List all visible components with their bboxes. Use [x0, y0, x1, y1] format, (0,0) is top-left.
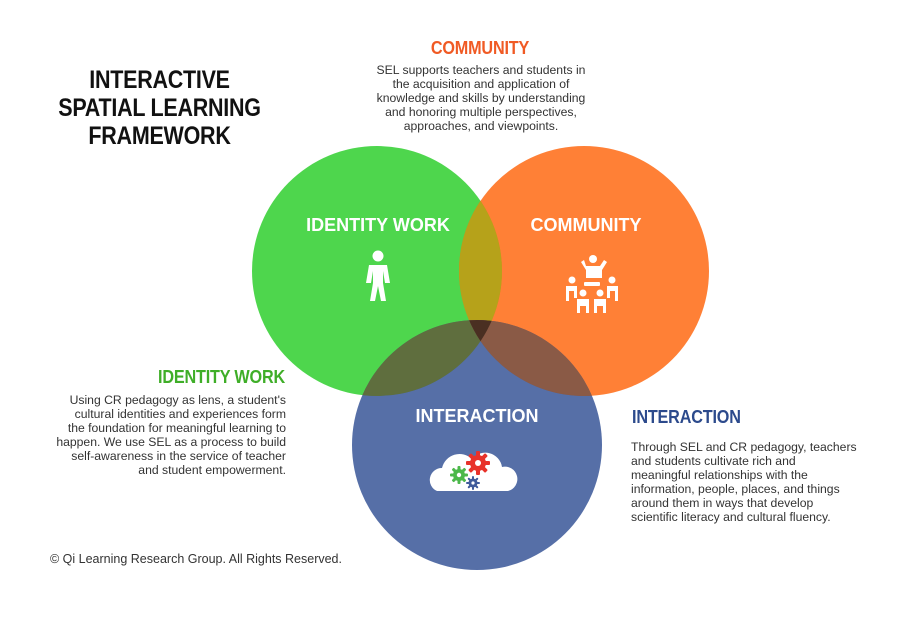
identity-line: cultural identities and experiences form [74, 407, 286, 422]
cloud-gears-icon [429, 451, 518, 491]
interaction-line: scientific literacy and cultural fluency… [631, 510, 831, 525]
identity-circle-label: IDENTITY WORK [306, 215, 450, 235]
interaction-description: Through SEL and CR pedagogy, teachers an… [631, 440, 866, 525]
group-meeting-icon [566, 255, 618, 313]
interaction-line: Through SEL and CR pedagogy, teachers [631, 440, 857, 454]
page-title: INTERACTIVE SPATIAL LEARNING FRAMEWORK [58, 66, 261, 150]
interaction-heading: INTERACTION [632, 407, 741, 427]
community-line: approaches, and viewpoints. [403, 119, 559, 134]
interaction-line: information, people, places, and things [631, 482, 840, 497]
identity-work-heading: IDENTITY WORK [158, 367, 285, 387]
interaction-line: around them in ways that develop [631, 496, 814, 511]
identity-work-description: Using CR pedagogy as lens, a student's c… [38, 393, 286, 478]
community-interaction-overlap [459, 320, 602, 396]
community-line: SEL supports teachers and students in [376, 63, 586, 77]
community-description: SEL supports teachers and students in th… [350, 63, 612, 133]
community-line: and honoring multiple perspectives, [385, 105, 577, 120]
identity-line: and student empowerment. [138, 463, 286, 478]
identity-line: happen. We use SEL as a process to build [56, 435, 286, 450]
identity-line: self-awareness in the service of teacher [71, 449, 286, 464]
interaction-circle-label: INTERACTION [416, 406, 539, 426]
interaction-line: meaningful relationships with the [631, 468, 808, 483]
person-icon [366, 250, 390, 301]
community-line: knowledge and skills by understanding [376, 91, 586, 106]
identity-line: the foundation for meaningful learning t… [67, 421, 286, 436]
identity-line: Using CR pedagogy as lens, a student's [69, 393, 286, 407]
identity-interaction-overlap [352, 320, 502, 396]
community-line: the acquisition and application of [392, 77, 570, 92]
interaction-line: and students cultivate rich and [631, 454, 796, 469]
copyright-notice: © Qi Learning Research Group. All Rights… [50, 552, 342, 566]
community-circle-label: COMMUNITY [531, 215, 642, 235]
community-heading: COMMUNITY [430, 38, 530, 58]
